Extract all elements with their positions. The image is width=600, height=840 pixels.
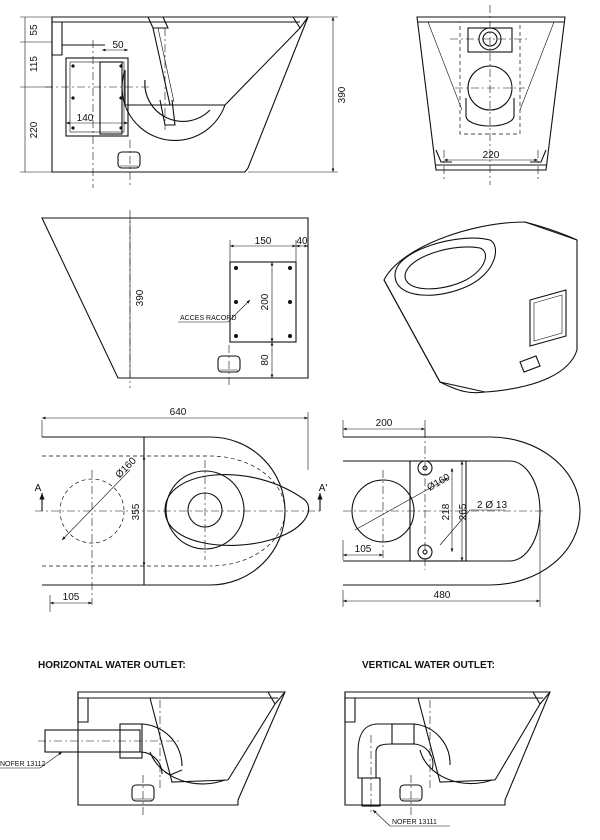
rear-dim-80: 80 (260, 354, 271, 366)
bottom-dim-105: 105 (355, 544, 372, 555)
rear-dim-200: 200 (260, 293, 271, 310)
plan-view: A A' 640 355 Ø160 105 (35, 407, 328, 612)
vertical-outlet-title: VERTICAL WATER OUTLET: (362, 660, 495, 671)
horizontal-outlet-section: HORIZONTAL WATER OUTLET: NOFER 13112 (0, 660, 286, 815)
dim-220: 220 (29, 121, 40, 138)
plan-dim-105: 105 (63, 592, 80, 603)
rear-dim-390: 390 (135, 289, 146, 306)
plan-dim-355: 355 (131, 503, 142, 520)
bottom-dim-265: 265 (458, 503, 469, 520)
bottom-dim-480: 480 (434, 590, 451, 601)
dim-50: 50 (112, 40, 124, 51)
front-elevation-view: 220 (416, 5, 566, 185)
dim-390: 390 (337, 86, 348, 103)
access-label: ACCES RACORD (180, 315, 236, 322)
horizontal-outlet-part: NOFER 13112 (0, 761, 45, 768)
bottom-dim-200: 200 (376, 418, 393, 429)
front-dim-220: 220 (483, 150, 500, 161)
rear-dim-40: 40 (296, 236, 308, 247)
bottom-holes-label: 2 Ø 13 (477, 500, 507, 511)
plan-dia-160: Ø160 (114, 455, 139, 480)
bottom-dim-218: 218 (441, 503, 452, 520)
bottom-dia-160: Ø160 (425, 472, 452, 494)
dim-140: 140 (77, 113, 94, 124)
rear-dim-150: 150 (255, 236, 272, 247)
bottom-view: 200 Ø160 218 265 2 Ø 13 105 480 (342, 418, 581, 607)
rear-elevation-view: 150 40 390 200 80 ACCES RACORD (41, 210, 309, 388)
plan-dim-640: 640 (170, 407, 187, 418)
section-a-label: A (35, 483, 42, 494)
vertical-outlet-section: VERTICAL WATER OUTLET: NOFER 13111 (344, 660, 551, 827)
isometric-view (383, 221, 578, 394)
dim-55: 55 (29, 24, 40, 36)
section-a-prime-label: A' (319, 483, 328, 494)
horizontal-outlet-title: HORIZONTAL WATER OUTLET: (38, 660, 186, 671)
vertical-outlet-part: NOFER 13111 (392, 819, 437, 826)
dim-115: 115 (29, 56, 40, 72)
side-elevation-view: 55 115 220 50 140 390 (20, 16, 348, 188)
